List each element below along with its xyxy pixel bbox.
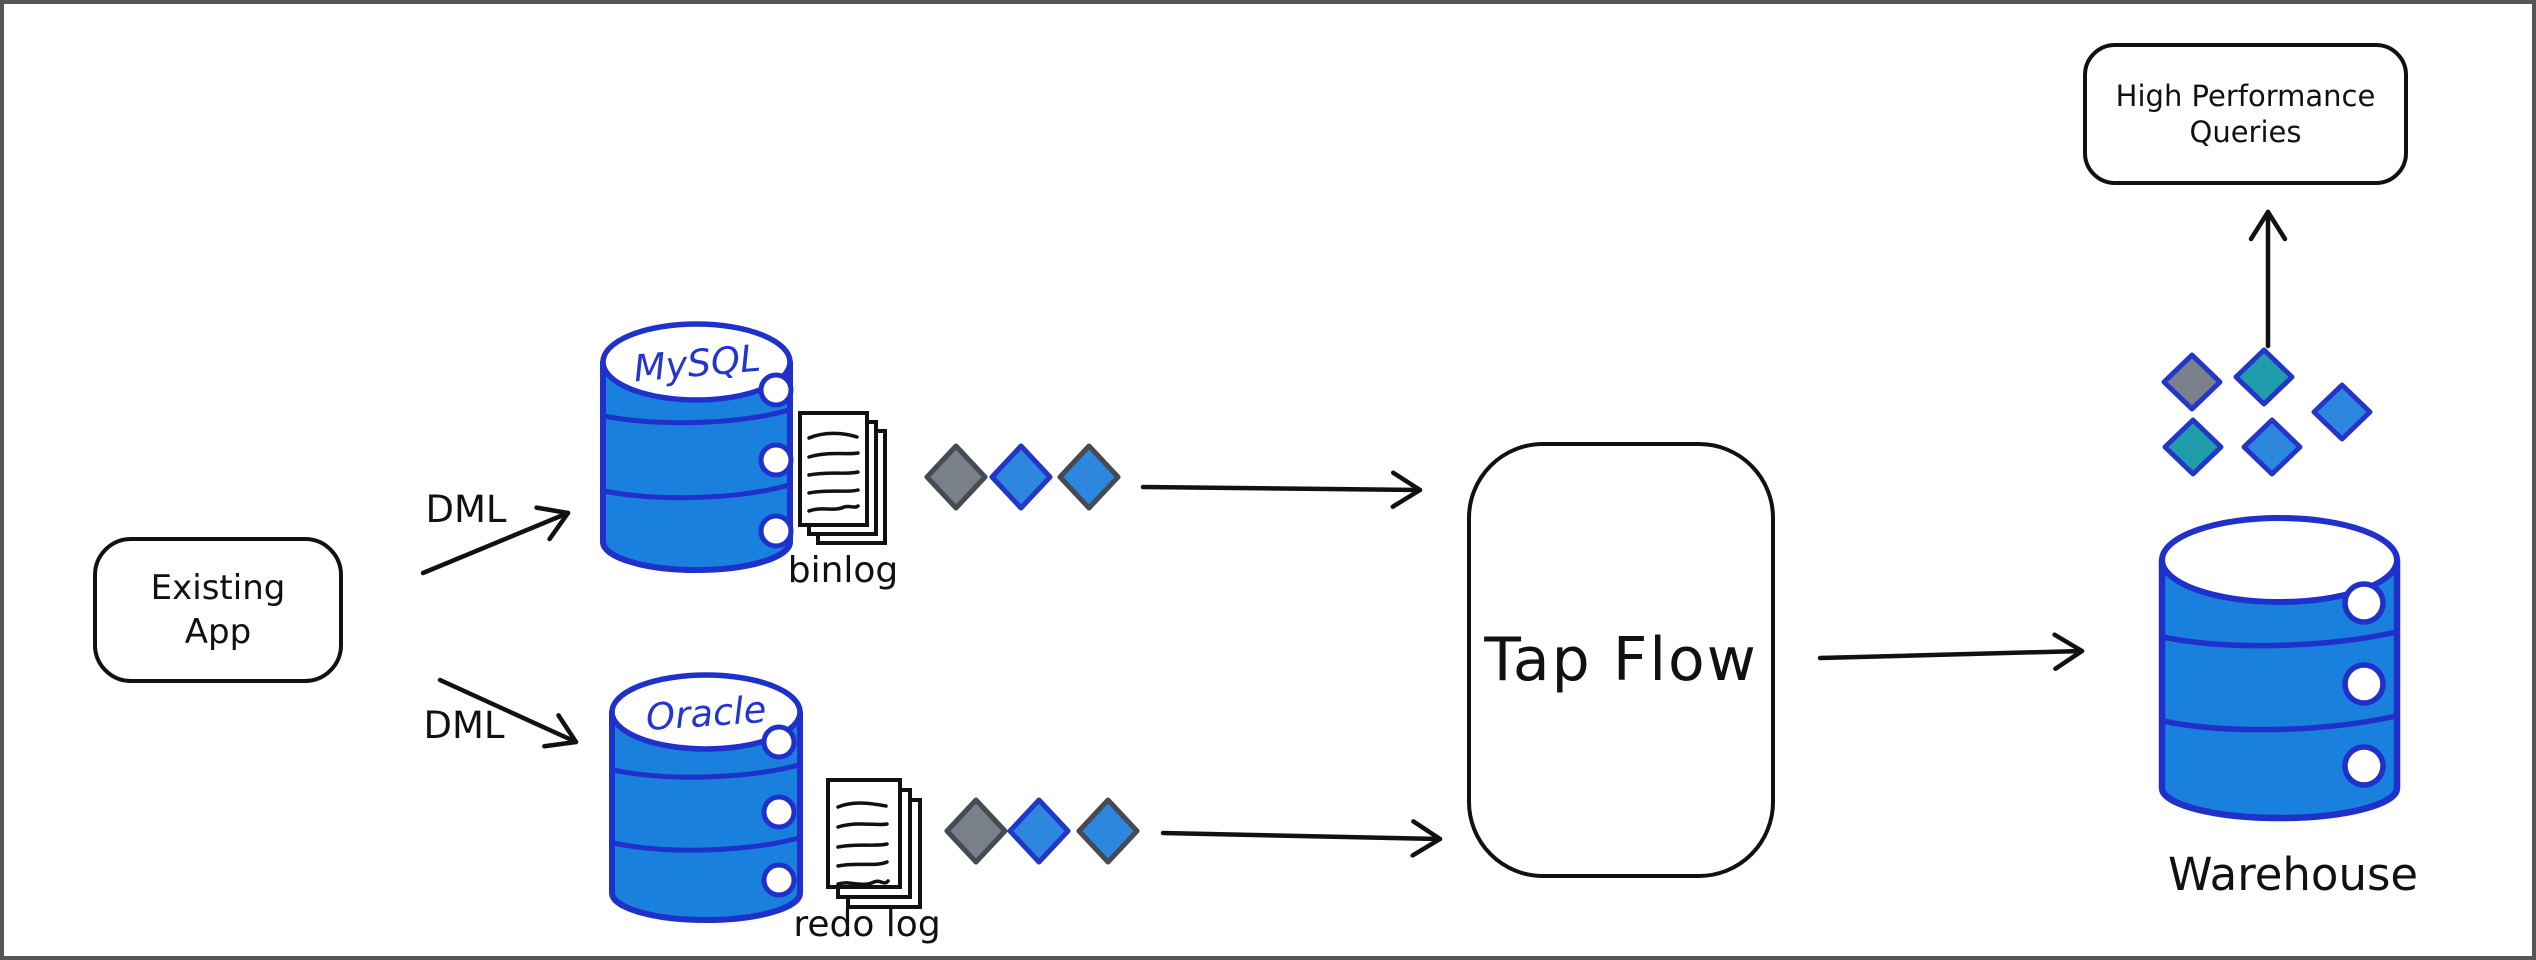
binlog-document-icon: [798, 411, 887, 545]
event-diamond-icon: [989, 443, 1053, 511]
warehouse-label: Warehouse: [2168, 848, 2419, 901]
event-diamond-icon: [924, 443, 988, 511]
event-diamond-icon: [2233, 347, 2295, 407]
event-diamond-icon: [944, 797, 1008, 865]
queries-label-line1: High Performance: [2115, 79, 2376, 113]
event-diamond-icon: [1007, 797, 1071, 865]
mysql-event-diamonds: [924, 443, 1121, 511]
redolog-document-icon: [826, 778, 922, 909]
warehouse-event-diamonds: [2161, 347, 2373, 477]
redolog-label: redo log: [793, 904, 941, 945]
tap-flow-node: Tap Flow: [1467, 442, 1775, 878]
binlog-stream-arrow: [1140, 470, 1423, 509]
redolog-stream-arrow: [1160, 819, 1443, 858]
event-diamond-icon: [2311, 382, 2373, 442]
existing-app-label-line2: App: [184, 612, 252, 652]
queries-label-line2: Queries: [2189, 115, 2302, 149]
oracle-event-diamonds: [944, 797, 1140, 865]
existing-app-node: Existing App: [93, 537, 343, 683]
mysql-database-icon: MySQL: [600, 321, 794, 573]
event-diamond-icon: [2161, 352, 2223, 412]
tapflow-to-warehouse-arrow: [1817, 632, 2085, 671]
dml-arrow-to-mysql: [420, 505, 571, 576]
event-diamond-icon: [1076, 797, 1140, 865]
dml-arrow-to-oracle: [437, 677, 579, 749]
binlog-label: binlog: [787, 550, 899, 591]
oracle-title: Oracle: [645, 688, 768, 739]
existing-app-label-line1: Existing: [150, 568, 286, 608]
event-diamond-icon: [1057, 443, 1121, 511]
event-diamond-icon: [2241, 417, 2303, 477]
event-diamond-icon: [2162, 417, 2224, 477]
tap-flow-label: Tap Flow: [1484, 625, 1758, 695]
warehouse-database-icon: [2158, 515, 2401, 822]
oracle-database-icon: Oracle: [609, 672, 803, 923]
dml-label-mysql: DML: [425, 488, 507, 531]
dml-label-oracle: DML: [423, 704, 505, 747]
high-performance-queries-node: High Performance Queries: [2083, 43, 2408, 185]
